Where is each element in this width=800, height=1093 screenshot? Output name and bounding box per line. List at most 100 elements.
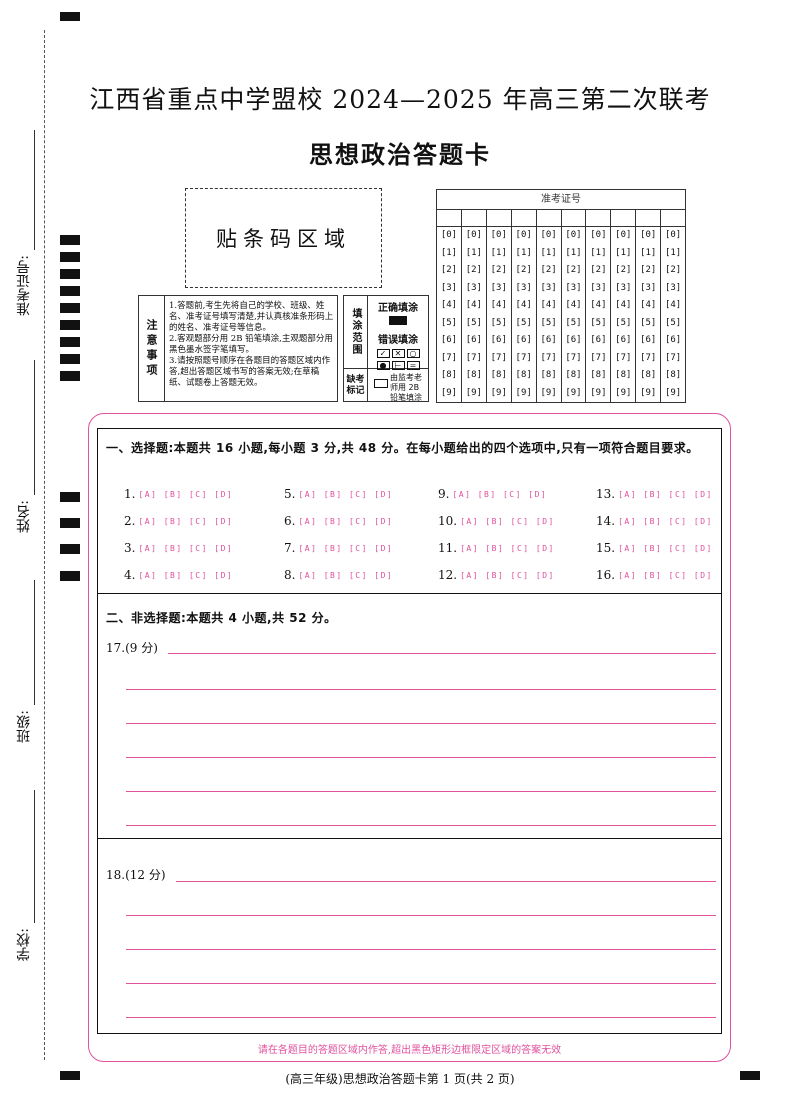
exam-id-write-cell[interactable]: [461, 210, 486, 227]
exam-id-bubble[interactable]: [4]: [590, 300, 607, 310]
exam-id-bubble[interactable]: [5]: [615, 317, 632, 328]
exam-id-bubble[interactable]: [0]: [565, 230, 582, 240]
exam-id-bubble[interactable]: [8]: [515, 370, 532, 380]
exam-id-bubble[interactable]: [5]: [590, 317, 607, 328]
exam-id-bubble[interactable]: [1]: [440, 247, 458, 258]
exam-id-bubble[interactable]: [4]: [515, 300, 532, 310]
exam-id-bubble[interactable]: [9]: [490, 387, 507, 398]
option-bubbles[interactable]: [A] [B] [C] [D]: [298, 543, 394, 553]
exam-id-bubble[interactable]: [7]: [440, 352, 458, 363]
exam-id-bubble[interactable]: [2]: [465, 265, 482, 275]
exam-id-bubble[interactable]: [6]: [590, 335, 607, 345]
exam-id-bubble[interactable]: [6]: [490, 335, 507, 345]
exam-id-bubble[interactable]: [1]: [515, 247, 532, 258]
exam-id-bubble[interactable]: [3]: [664, 282, 682, 293]
exam-id-write-cell[interactable]: [511, 210, 536, 227]
exam-id-bubble[interactable]: [1]: [640, 247, 657, 258]
exam-id-bubble[interactable]: [3]: [465, 282, 482, 293]
exam-id-bubble[interactable]: [1]: [590, 247, 607, 258]
exam-id-bubble[interactable]: [1]: [615, 247, 632, 258]
exam-id-bubble[interactable]: [4]: [440, 300, 458, 310]
exam-id-write-cell[interactable]: [536, 210, 561, 227]
exam-id-write-cell[interactable]: [437, 210, 461, 227]
exam-id-bubble[interactable]: [8]: [565, 370, 582, 380]
exam-id-bubble[interactable]: [8]: [664, 370, 682, 380]
exam-id-bubble[interactable]: [6]: [440, 335, 458, 345]
exam-id-bubble[interactable]: [9]: [440, 387, 458, 398]
answer-line[interactable]: [168, 653, 716, 654]
option-bubbles[interactable]: [A] [B] [C] [D]: [138, 489, 234, 499]
exam-id-bubble[interactable]: [9]: [565, 387, 582, 398]
answer-line[interactable]: [126, 825, 716, 826]
exam-id-bubble[interactable]: [2]: [664, 265, 682, 275]
exam-id-bubble[interactable]: [7]: [590, 352, 607, 363]
option-bubbles[interactable]: [A] [B] [C] [D]: [618, 543, 713, 553]
option-bubbles[interactable]: [A] [B] [C] [D]: [618, 570, 713, 580]
exam-id-bubble[interactable]: [0]: [640, 230, 657, 240]
exam-id-bubble[interactable]: [2]: [490, 265, 507, 275]
exam-id-bubble[interactable]: [0]: [615, 230, 632, 240]
option-bubbles[interactable]: [A] [B] [C] [D]: [138, 543, 234, 553]
exam-id-bubble[interactable]: [9]: [615, 387, 632, 398]
exam-id-bubble[interactable]: [3]: [490, 282, 507, 293]
exam-id-bubble[interactable]: [3]: [540, 282, 557, 293]
exam-id-bubble[interactable]: [7]: [515, 352, 532, 363]
exam-id-bubble[interactable]: [5]: [440, 317, 458, 328]
exam-id-bubble[interactable]: [8]: [490, 370, 507, 380]
exam-id-bubble[interactable]: [0]: [664, 230, 682, 240]
answer-line[interactable]: [126, 915, 716, 916]
exam-id-bubble[interactable]: [3]: [565, 282, 582, 293]
exam-id-bubble[interactable]: [8]: [465, 370, 482, 380]
option-bubbles[interactable]: [A] [B] [C] [D]: [460, 543, 555, 553]
exam-id-bubble[interactable]: [6]: [540, 335, 557, 345]
exam-id-bubble[interactable]: [4]: [565, 300, 582, 310]
exam-id-write-cell[interactable]: [561, 210, 586, 227]
exam-id-bubble[interactable]: [5]: [465, 317, 482, 328]
exam-id-bubble[interactable]: [6]: [515, 335, 532, 345]
exam-id-bubble[interactable]: [9]: [640, 387, 657, 398]
exam-id-bubble[interactable]: [4]: [615, 300, 632, 310]
exam-id-bubble[interactable]: [7]: [664, 352, 682, 363]
exam-id-bubble[interactable]: [1]: [664, 247, 682, 258]
exam-id-bubble[interactable]: [0]: [515, 230, 532, 240]
exam-id-bubble[interactable]: [5]: [565, 317, 582, 328]
option-bubbles[interactable]: [A] [B] [C] [D]: [298, 489, 394, 499]
exam-id-bubble[interactable]: [5]: [664, 317, 682, 328]
exam-id-bubble[interactable]: [5]: [640, 317, 657, 328]
exam-id-bubble[interactable]: [4]: [540, 300, 557, 310]
exam-id-write-cell[interactable]: [661, 210, 686, 227]
exam-id-bubble[interactable]: [7]: [490, 352, 507, 363]
exam-id-bubble[interactable]: [8]: [640, 370, 657, 380]
exam-id-bubble[interactable]: [2]: [615, 265, 632, 275]
exam-id-bubble[interactable]: [7]: [540, 352, 557, 363]
exam-id-bubble[interactable]: [8]: [440, 370, 458, 380]
exam-id-bubble[interactable]: [8]: [590, 370, 607, 380]
exam-id-write-cell[interactable]: [486, 210, 511, 227]
exam-id-bubble[interactable]: [9]: [664, 387, 682, 398]
exam-id-bubble[interactable]: [4]: [490, 300, 507, 310]
exam-id-bubble[interactable]: [3]: [515, 282, 532, 293]
exam-id-bubble[interactable]: [0]: [440, 230, 458, 240]
exam-id-bubble[interactable]: [0]: [465, 230, 482, 240]
exam-id-bubble[interactable]: [9]: [540, 387, 557, 398]
answer-line[interactable]: [126, 757, 716, 758]
exam-id-bubble[interactable]: [2]: [540, 265, 557, 275]
exam-id-bubble[interactable]: [4]: [664, 300, 682, 310]
exam-id-bubble[interactable]: [4]: [640, 300, 657, 310]
exam-id-bubble[interactable]: [9]: [515, 387, 532, 398]
exam-id-bubble[interactable]: [0]: [540, 230, 557, 240]
option-bubbles[interactable]: [A] [B] [C] [D]: [138, 570, 234, 580]
answer-line[interactable]: [126, 723, 716, 724]
answer-line[interactable]: [126, 791, 716, 792]
exam-id-bubble[interactable]: [3]: [615, 282, 632, 293]
answer-line[interactable]: [176, 881, 716, 882]
exam-id-bubble[interactable]: [1]: [540, 247, 557, 258]
answer-line[interactable]: [126, 983, 716, 984]
answer-line[interactable]: [126, 949, 716, 950]
option-bubbles[interactable]: [A] [B] [C] [D]: [460, 516, 555, 526]
answer-line[interactable]: [126, 689, 716, 690]
exam-id-bubble[interactable]: [0]: [490, 230, 507, 240]
exam-id-bubble[interactable]: [6]: [465, 335, 482, 345]
exam-id-bubble[interactable]: [1]: [465, 247, 482, 258]
exam-id-bubble[interactable]: [8]: [615, 370, 632, 380]
